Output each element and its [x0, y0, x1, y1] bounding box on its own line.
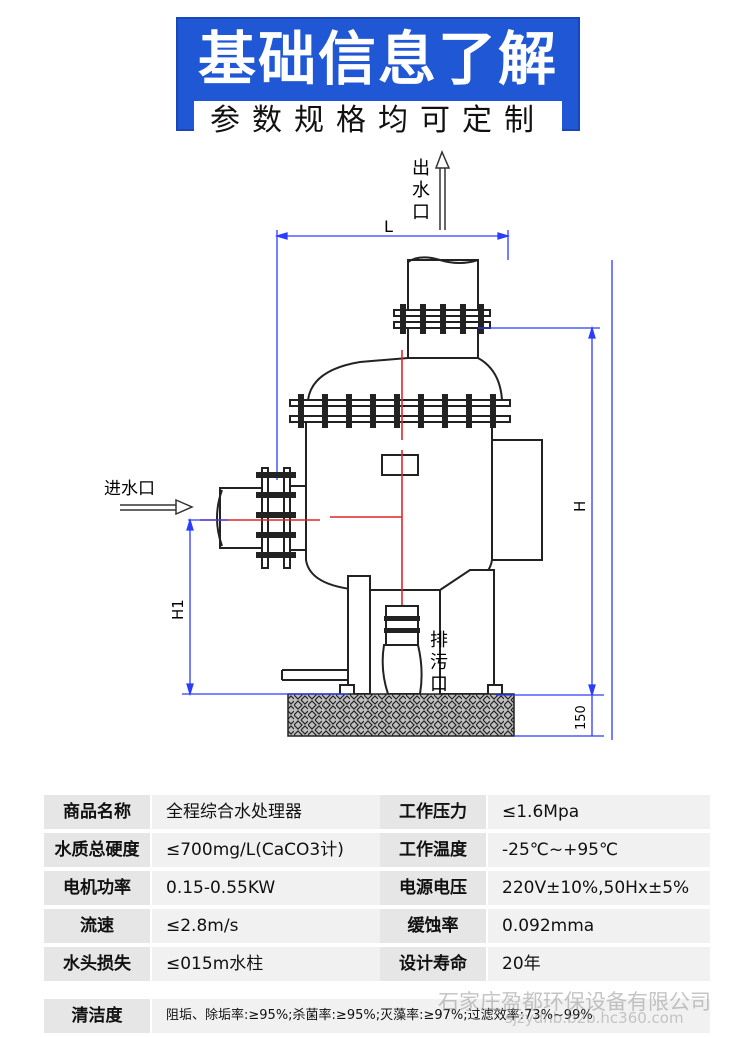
- spec-row: 电机功率 0.15-0.55KW 电源电压 220V±10%,50Hx±5%: [44, 871, 710, 905]
- spec-value: 20年: [488, 947, 710, 981]
- tank-body: [289, 357, 543, 591]
- drain-label-3: 口: [430, 674, 448, 695]
- spec-label: 清洁度: [44, 999, 150, 1033]
- spec-value: 全程综合水处理器: [152, 795, 414, 829]
- dim-L-label: L: [384, 217, 393, 236]
- spec-row: 流速 ≤2.8m/s 缓蚀率 0.092mma: [44, 909, 710, 943]
- spec-label: 水质总硬度: [44, 833, 150, 867]
- equipment-diagram: 出 水 口 L: [0, 150, 750, 780]
- water-processor-drawing: 出 水 口 L: [104, 150, 613, 740]
- outlet-arrow: [434, 150, 451, 230]
- spec-value: 0.092mma: [488, 909, 710, 943]
- support-legs: [281, 569, 503, 696]
- dim-H-label: H: [571, 501, 589, 512]
- spec-label: 商品名称: [44, 795, 150, 829]
- spec-row-cleanliness: 清洁度 阻垢、除垢率:≥95%;杀菌率:≥95%;灭藻率:≥97%;过滤效率:7…: [44, 999, 710, 1033]
- spec-label: 工作温度: [380, 833, 486, 867]
- outlet-label-2: 水: [412, 180, 430, 201]
- spec-row: 水头损失 ≤015m水柱 设计寿命 20年: [44, 947, 710, 981]
- dim-H1-label: H1: [169, 599, 187, 620]
- spec-label: 流速: [44, 909, 150, 943]
- dimension-H1: [182, 517, 348, 697]
- title-banner: 基础信息了解 参数规格均可定制: [176, 17, 580, 141]
- spec-row: 水质总硬度 ≤700mg/L(CaCO3计) 工作温度 -25℃~+95℃: [44, 833, 710, 867]
- spec-label: 缓蚀率: [380, 909, 486, 943]
- foundation: [287, 693, 515, 737]
- banner-subtitle: 参数规格均可定制: [194, 101, 562, 141]
- drain-label-1: 排: [430, 630, 448, 651]
- watermark-company: 石家庄盈都环保设备有限公司: [438, 990, 711, 1014]
- outlet-label-1: 出: [412, 158, 430, 179]
- watermark-url: sjzydhb.b2b.hc360.com: [505, 1009, 684, 1027]
- dimension-L: [274, 230, 511, 480]
- inlet-label: 进水口: [104, 479, 155, 499]
- dim-150-label: 150: [574, 705, 589, 730]
- outlet-label-3: 口: [412, 202, 430, 223]
- drain-bolts: [384, 616, 420, 633]
- spec-label: 设计寿命: [380, 947, 486, 981]
- spec-value: ≤1.6Mpa: [488, 795, 710, 829]
- spec-label: 电机功率: [44, 871, 150, 905]
- inlet-arrow: [120, 498, 194, 516]
- flange-bolts: [298, 304, 496, 428]
- spec-value: ≤2.8m/s: [152, 909, 414, 943]
- spec-value: 0.15-0.55KW: [152, 871, 414, 905]
- drain-label-2: 污: [430, 652, 448, 673]
- spec-value: 220V±10%,50Hx±5%: [488, 871, 710, 905]
- spec-label: 电源电压: [380, 871, 486, 905]
- spec-value: ≤700mg/L(CaCO3计): [152, 833, 414, 867]
- inlet-bolts: [256, 472, 296, 558]
- spec-label: 水头损失: [44, 947, 150, 981]
- spec-value: -25℃~+95℃: [488, 833, 710, 867]
- spec-row: 商品名称 全程综合水处理器 工作压力 ≤1.6Mpa: [44, 795, 710, 829]
- spec-value: 阻垢、除垢率:≥95%;杀菌率:≥95%;灭藻率:≥97%;过滤效率:73%~9…: [152, 999, 710, 1033]
- spec-label: 工作压力: [380, 795, 486, 829]
- dimension-H: [478, 260, 613, 740]
- banner-title: 基础信息了解: [197, 25, 558, 93]
- spec-value: ≤015m水柱: [152, 947, 414, 981]
